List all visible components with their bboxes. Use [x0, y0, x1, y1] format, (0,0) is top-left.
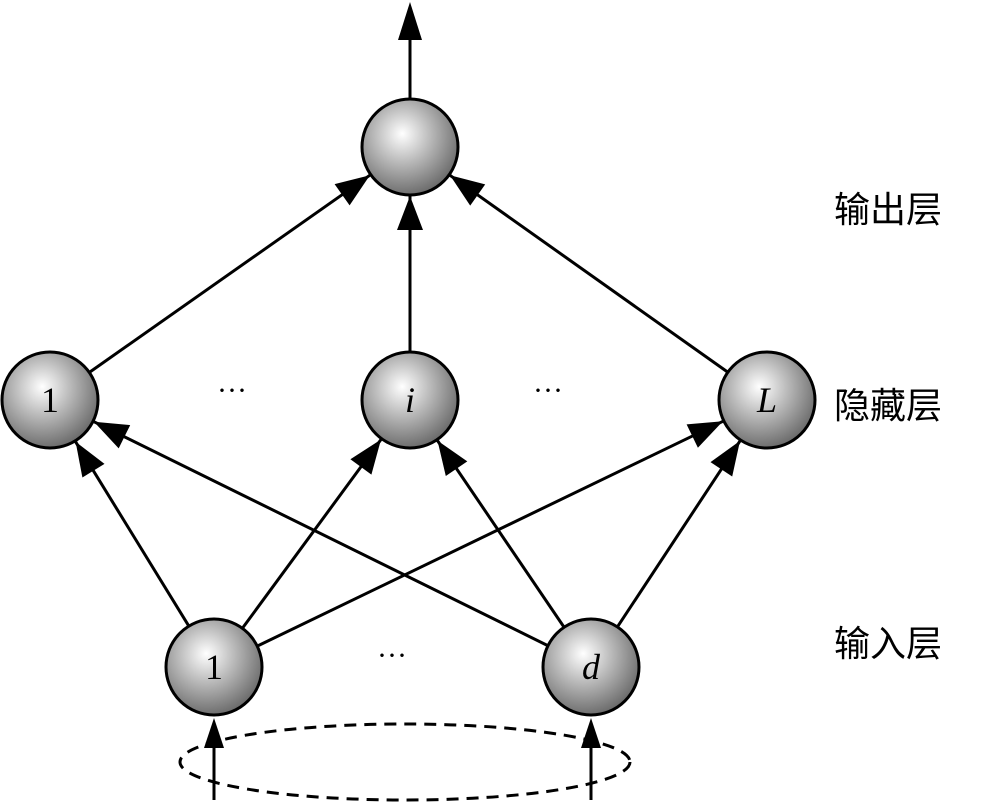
connection-x1-to-hi [239, 438, 383, 631]
hidden-node-L-label: L [756, 380, 777, 420]
input-node-d-label: d [582, 647, 601, 687]
hidden-node-i: i [360, 350, 460, 450]
input-layer-label: 输入层 [834, 624, 942, 665]
hidden-node-L: L [717, 350, 817, 450]
nodes-group: 1 ··· i ··· L 1 ··· d [0, 97, 817, 717]
connection-x1-to-h1 [74, 441, 192, 629]
arrowhead-x1-to-hi [350, 439, 381, 475]
hidden-layer-label: 隐藏层 [834, 386, 942, 427]
arrowhead-hL-to-out [450, 175, 486, 206]
output-layer-label: 输出层 [834, 190, 942, 231]
input-arrowhead-1 [204, 718, 224, 748]
output-node [360, 97, 460, 197]
connection-xd-to-hi [436, 439, 567, 630]
input-ellipsis: ··· [377, 639, 407, 672]
hidden-ellipsis-right: ··· [533, 374, 563, 407]
hidden-node-1-label: 1 [41, 380, 59, 420]
arrowhead-xd-to-hi [437, 440, 468, 476]
connection-xd-to-hL [615, 440, 742, 630]
arrowhead-xd-to-h1 [93, 421, 131, 449]
connection-hL-to-out [449, 174, 731, 375]
input-node-1: 1 [164, 617, 264, 717]
arrowhead-hi-to-out [397, 196, 423, 230]
output-arrowhead [398, 2, 422, 40]
input-dashed-ellipse [178, 722, 632, 802]
hidden-node-1: 1 [0, 350, 100, 450]
connection-x1-to-hL [254, 419, 724, 649]
input-node-1-label: 1 [205, 647, 223, 687]
hidden-node-i-label: i [405, 380, 415, 420]
arrowhead-x1-to-hL [686, 421, 723, 448]
arrowhead-h1-to-out [334, 175, 370, 206]
arrowhead-xd-to-hL [710, 440, 740, 477]
connections-group [74, 173, 742, 649]
connection-h1-to-out [86, 173, 371, 375]
arrowhead-x1-to-h1 [75, 441, 105, 478]
input-node-d: d [541, 617, 641, 717]
hidden-ellipsis-left: ··· [217, 374, 247, 407]
input-arrowhead-d [581, 718, 601, 748]
connection-xd-to-h1 [93, 420, 551, 648]
